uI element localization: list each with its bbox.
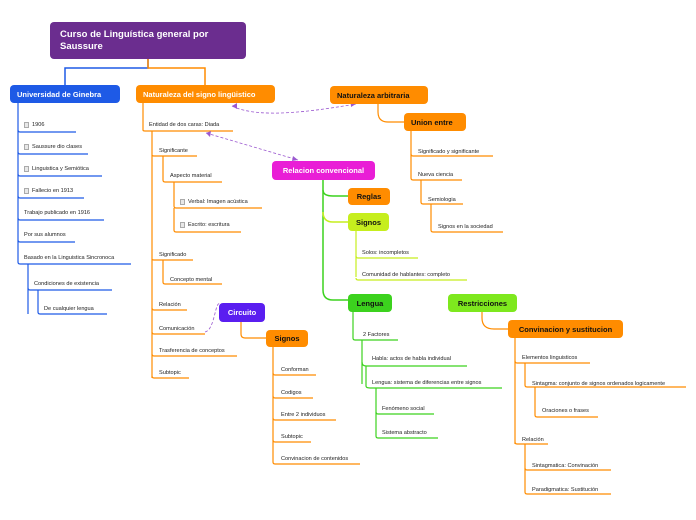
topic-reglas[interactable]: Reglas [348,188,390,205]
subtopic-convinacion-contenidos[interactable]: Convinacion de contenidos [281,456,349,462]
topic-reglas-label: Reglas [356,192,382,201]
subtopic-nueva-ciencia[interactable]: Nueva ciencia [418,172,454,178]
subtopic-solos-incompletos[interactable]: Solos: incompletos [362,250,409,256]
subtopic-fenomeno-social[interactable]: Fenómeno social [382,406,425,412]
subtopic-lengua-sistema[interactable]: Lengua: sistema de diferencias entre sig… [372,380,482,386]
subtopic-por-alumnos[interactable]: Por sus alumnos [24,232,66,238]
subtopic-cualquier-lengua[interactable]: De cualquier lengua [44,306,94,312]
topic-lengua[interactable]: Lengua [348,294,392,312]
subtopic-conforman[interactable]: Conforman [281,367,309,373]
topic-circuito-label: Circuito [227,308,257,317]
subtopic-elementos-linguisticos[interactable]: Elementos linguisticos [522,355,578,361]
subtopic-aspecto-material[interactable]: Aspecto material [170,173,212,179]
topic-union-entre[interactable]: Union entre [404,113,466,131]
note-icon [24,143,29,150]
subtopic-relacion-conv[interactable]: Relación [522,437,544,443]
subtopic-oraciones-frases[interactable]: Oraciones o frases [542,408,589,414]
topic-universidad-label: Universidad de Ginebra [17,89,102,99]
subtopic-escrito[interactable]: Escrito: escritura [180,221,230,229]
topic-signos-conv-label: Signos [355,217,381,227]
subtopic-condiciones[interactable]: Condiciones de existencia [34,281,99,287]
topic-convinacion-sustitucion[interactable]: Convinacion y sustitucion [508,320,623,338]
subtopic-habla[interactable]: Habla: actos de habla individual [372,356,451,362]
topic-circuito[interactable]: Circuito [219,303,265,322]
subtopic-signos-sociedad[interactable]: Signos en la sociedad [438,224,493,230]
subtopic-codigos[interactable]: Codigos [281,390,302,396]
subtopic-significado[interactable]: Significado [159,252,187,258]
note-icon [24,121,29,128]
central-topic-label: Curso de Linguística general por Saussur… [60,28,209,52]
subtopic-linguistica-semiotica[interactable]: Linguistica y Semiótica [24,165,89,173]
topic-naturaleza-label: Naturaleza del signo lingüistico [143,89,256,99]
note-icon [180,221,185,228]
subtopic-entidad[interactable]: Entidad de dos caras: Diada [149,122,220,128]
subtopic-comunidad-hablantes[interactable]: Comunidad de hablantes: completo [362,272,451,278]
subtopic-subtopic-signos[interactable]: Subtopic [281,434,303,440]
subtopic-linguistica-sincronica[interactable]: Basado en la Linguistica Sincronoca [24,255,115,261]
topic-signos-convencional[interactable]: Signos [348,213,389,231]
subtopic-transferencia[interactable]: Trasferencia de conceptos [159,348,225,354]
subtopic-relacion[interactable]: Relación [159,302,181,308]
topic-relacion-convencional[interactable]: Relacion convencional [272,161,375,180]
subtopic-paradigmatica[interactable]: Paradigmatica: Sustitución [532,487,599,493]
note-icon [24,187,29,194]
topic-signos-circuito-label: Signos [274,334,300,343]
subtopic-verbal[interactable]: Verbal: Imagen acústica [180,198,248,206]
subtopic-subtopic[interactable]: Subtopic [159,370,181,376]
subtopic-semiologia[interactable]: Semiologia [428,197,456,203]
subtopic-saussure-clases[interactable]: Saussure dio clases [24,143,82,151]
subtopic-sintagmatica[interactable]: Sintagmatica: Convinación [532,463,599,469]
topic-lengua-label: Lengua [356,298,384,308]
subtopic-concepto-mental[interactable]: Concepto mental [170,277,213,283]
subtopic-comunicacion[interactable]: Comunicación [159,326,195,332]
central-topic[interactable]: Curso de Linguística general por Saussur… [50,22,246,59]
topic-universidad[interactable]: Universidad de Ginebra [10,85,120,103]
topic-convinacion-label: Convinacion y sustitucion [518,324,613,334]
note-icon [180,198,185,205]
subtopic-sistema-abstracto[interactable]: Sistema abstracto [382,430,427,436]
subtopic-fallecio[interactable]: Fallecio en 1913 [24,187,73,195]
topic-signos-circuito[interactable]: Signos [266,330,308,347]
subtopic-significado-significante[interactable]: Significado y significante [418,149,480,155]
topic-arbitraria-label: Naturaleza arbitraria [337,90,410,100]
subtopic-1906[interactable]: 1906 [24,121,44,129]
topic-union-label: Union entre [411,117,453,127]
subtopic-trabajo-publicado[interactable]: Trabajo publicado en 1916 [24,210,91,216]
topic-convencional-label: Relacion convencional [282,166,365,175]
topic-restricciones[interactable]: Restricciones [448,294,517,312]
topic-naturaleza-arbitraria[interactable]: Naturaleza arbitraria [330,86,428,104]
subtopic-sintagma[interactable]: Sintagma: conjunto de signos ordenados l… [532,381,666,387]
subtopic-significante[interactable]: Significante [159,148,188,154]
note-icon [24,165,29,172]
subtopic-entre-individuos[interactable]: Entre 2 individuos [281,412,326,418]
subtopic-dos-factores[interactable]: 2 Factores [363,332,390,338]
topic-naturaleza-signo[interactable]: Naturaleza del signo lingüistico [136,85,275,103]
topic-restricciones-label: Restricciones [457,298,508,308]
